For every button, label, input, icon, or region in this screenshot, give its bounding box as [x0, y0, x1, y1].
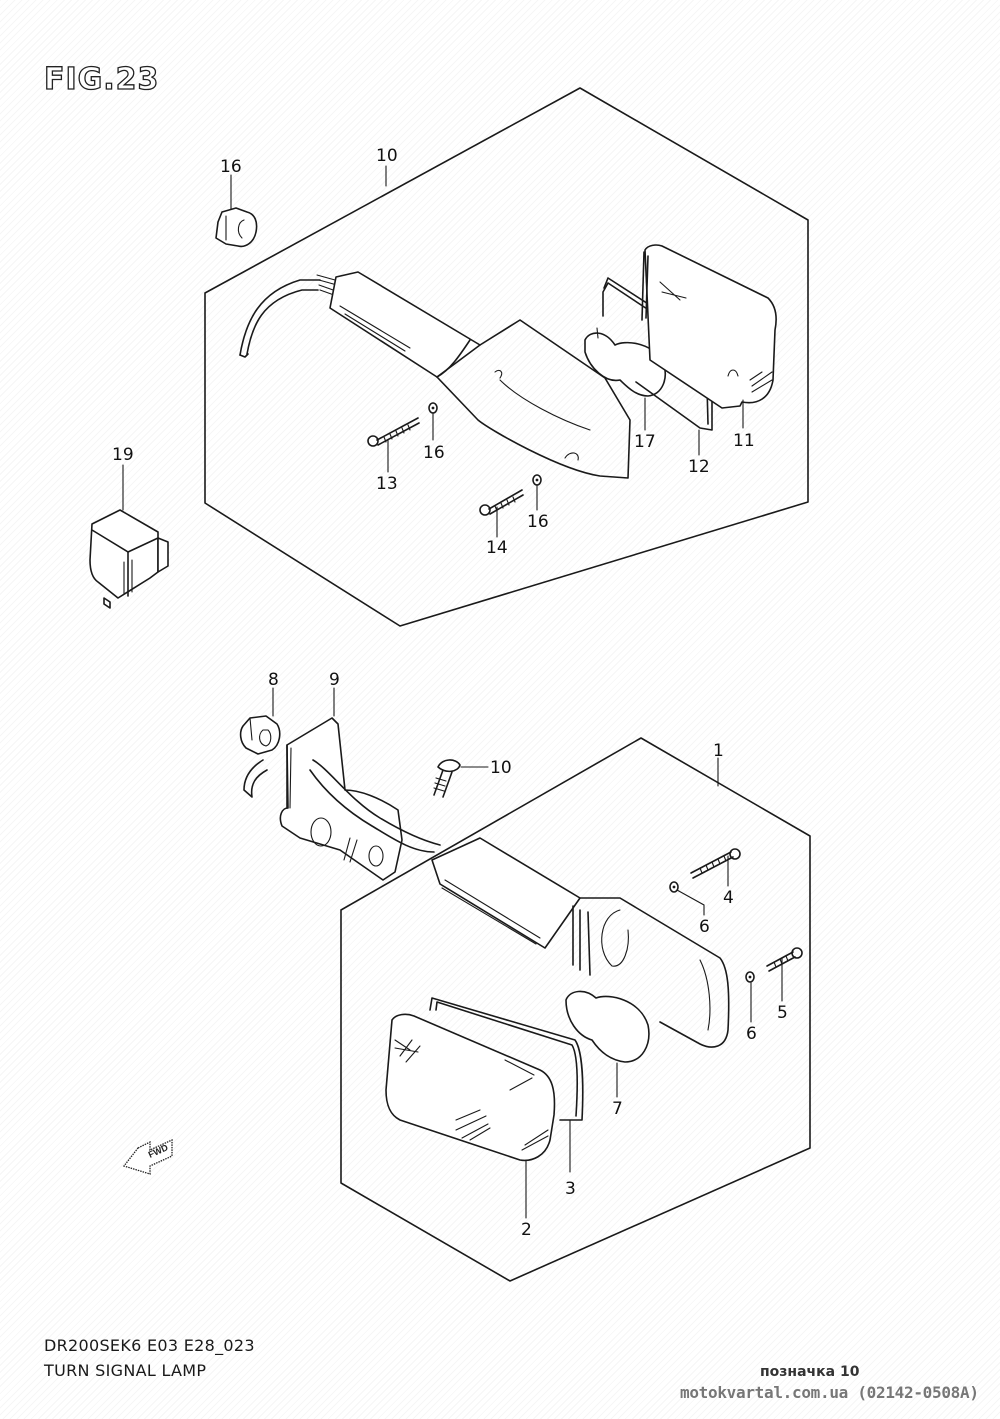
- part-12-lens[interactable]: [641, 244, 777, 409]
- assembly-outline-upper: [204, 87, 809, 627]
- part-15-screw[interactable]: [479, 489, 524, 516]
- callout-17[interactable]: 17: [634, 432, 656, 452]
- part-9-bracket[interactable]: [279, 717, 403, 881]
- callout-13[interactable]: 12: [688, 457, 710, 477]
- callout-11[interactable]: 10: [376, 146, 398, 166]
- callout-1[interactable]: 1: [713, 741, 724, 761]
- callout-6[interactable]: 6: [746, 1024, 757, 1044]
- figure-title: FIG.23: [43, 61, 160, 97]
- part-14-screw[interactable]: [367, 417, 420, 447]
- callout-14[interactable]: 13: [376, 474, 398, 494]
- part-19-relay[interactable]: [89, 509, 169, 609]
- callout-9[interactable]: 9: [329, 670, 340, 690]
- callout-10[interactable]: 10: [490, 758, 512, 778]
- part-7-bulb[interactable]: [565, 990, 650, 1063]
- callout-19[interactable]: 19: [112, 445, 134, 465]
- part-3-gasket[interactable]: [429, 997, 584, 1121]
- callout-16[interactable]: 16: [527, 512, 549, 532]
- callout-5[interactable]: 5: [777, 1003, 788, 1023]
- callout-8[interactable]: 8: [268, 670, 279, 690]
- part-5-screw[interactable]: [766, 947, 803, 972]
- watermark-source: motokvartal.com.ua (02142-0508A): [680, 1383, 979, 1402]
- assembly-outline-lower: [340, 737, 811, 1282]
- callout-leaders: [122, 165, 783, 1219]
- watermark-mark: позначка 10: [760, 1364, 860, 1380]
- part-10-screw[interactable]: [433, 759, 461, 798]
- part-17-bulb[interactable]: [584, 327, 666, 397]
- lamp-stem: [309, 769, 435, 853]
- callout-16[interactable]: 16: [423, 443, 445, 463]
- part-6-washer[interactable]: [669, 881, 679, 893]
- part-6-washer[interactable]: [745, 971, 755, 983]
- callout-2[interactable]: 2: [521, 1220, 532, 1240]
- fwd-arrow-icon: FWD: [122, 1138, 173, 1175]
- callout-15[interactable]: 14: [486, 538, 508, 558]
- part-4-screw[interactable]: [690, 848, 741, 879]
- part-group-name: TURN SIGNAL LAMP: [44, 1361, 207, 1380]
- callout-4[interactable]: 4: [723, 888, 734, 908]
- part-11-lamp-body[interactable]: [239, 271, 631, 479]
- model-code: DR200SEK6 E03 E28_023: [44, 1336, 255, 1355]
- callout-6[interactable]: 6: [699, 917, 710, 937]
- part-8-nut[interactable]: [239, 715, 281, 755]
- callout-3[interactable]: 3: [565, 1179, 576, 1199]
- cut-wire: [243, 759, 268, 798]
- part-16-washer[interactable]: [428, 402, 438, 414]
- callout-18[interactable]: 16: [220, 157, 242, 177]
- part-16-washer[interactable]: [532, 474, 542, 486]
- part-2-lens[interactable]: [385, 1013, 556, 1162]
- callout-7[interactable]: 7: [612, 1099, 623, 1119]
- part-1-lamp-body[interactable]: [431, 837, 730, 1048]
- part-18-nut[interactable]: [215, 207, 258, 248]
- callout-numbers: 10 16 19 11 12 17 16 13 14 16 8 9 10 1 4…: [112, 146, 788, 1240]
- callout-12[interactable]: 11: [733, 431, 755, 451]
- lamp-stem: [312, 759, 441, 846]
